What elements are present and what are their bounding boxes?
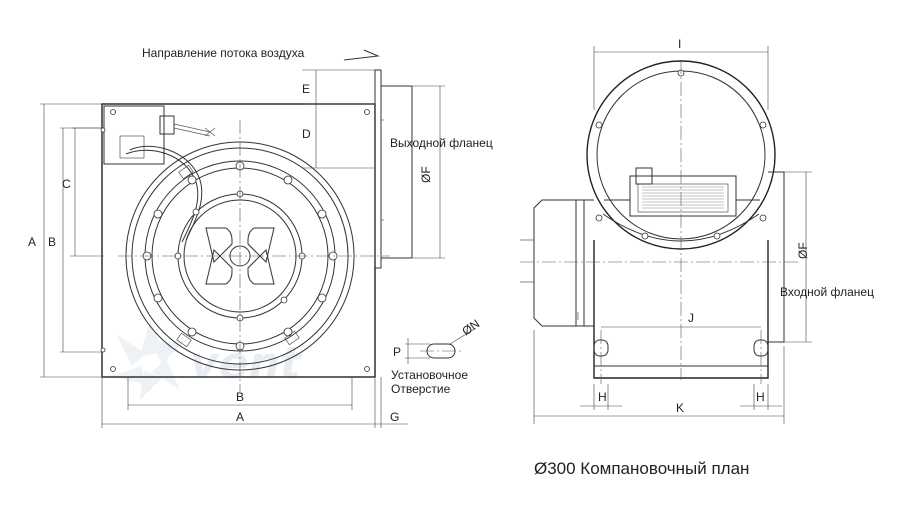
label-outlet-flange: Выходной фланец [390,136,493,150]
dim-B-vertical: B [48,235,56,249]
dim-G: G [390,410,399,424]
dim-K: K [676,401,684,415]
label-mount-hole-2: Отверстие [391,382,451,396]
dim-I: I [678,37,681,51]
front-view-dimensions: A B C B A G E D ØF [28,49,482,428]
dim-N: ØN [459,317,482,339]
motor-body [629,175,737,217]
watermark: vent [110,320,303,400]
motor-end-cap [533,199,594,327]
label-airflow: Направление потока воздуха [142,46,305,60]
airflow-arrow [343,49,380,61]
dim-H-left: H [598,390,607,404]
side-view-dimensions: I ØF J H H K [533,37,812,424]
dim-D: D [302,127,311,141]
outlet-flange-edge [374,69,382,269]
dim-B-horizontal: B [236,390,244,404]
dim-A-horizontal: A [236,410,244,424]
dim-A-vertical: A [28,235,36,249]
dim-J: J [688,311,694,325]
label-mount-hole-1: Установочное [391,368,468,382]
dim-F-inlet: ØF [796,242,810,259]
inlet-flange [768,171,785,343]
dim-C: C [62,177,71,191]
dim-P: P [393,345,401,359]
dim-H-right: H [756,390,765,404]
dim-F-outlet: ØF [419,166,433,183]
terminal-box [103,105,165,165]
dim-E: E [302,82,310,96]
side-view [520,60,800,384]
drawing-title: Ø300 Компановочный план [534,459,749,478]
front-view [100,69,413,392]
label-inlet-flange: Входной фланец [780,285,874,299]
